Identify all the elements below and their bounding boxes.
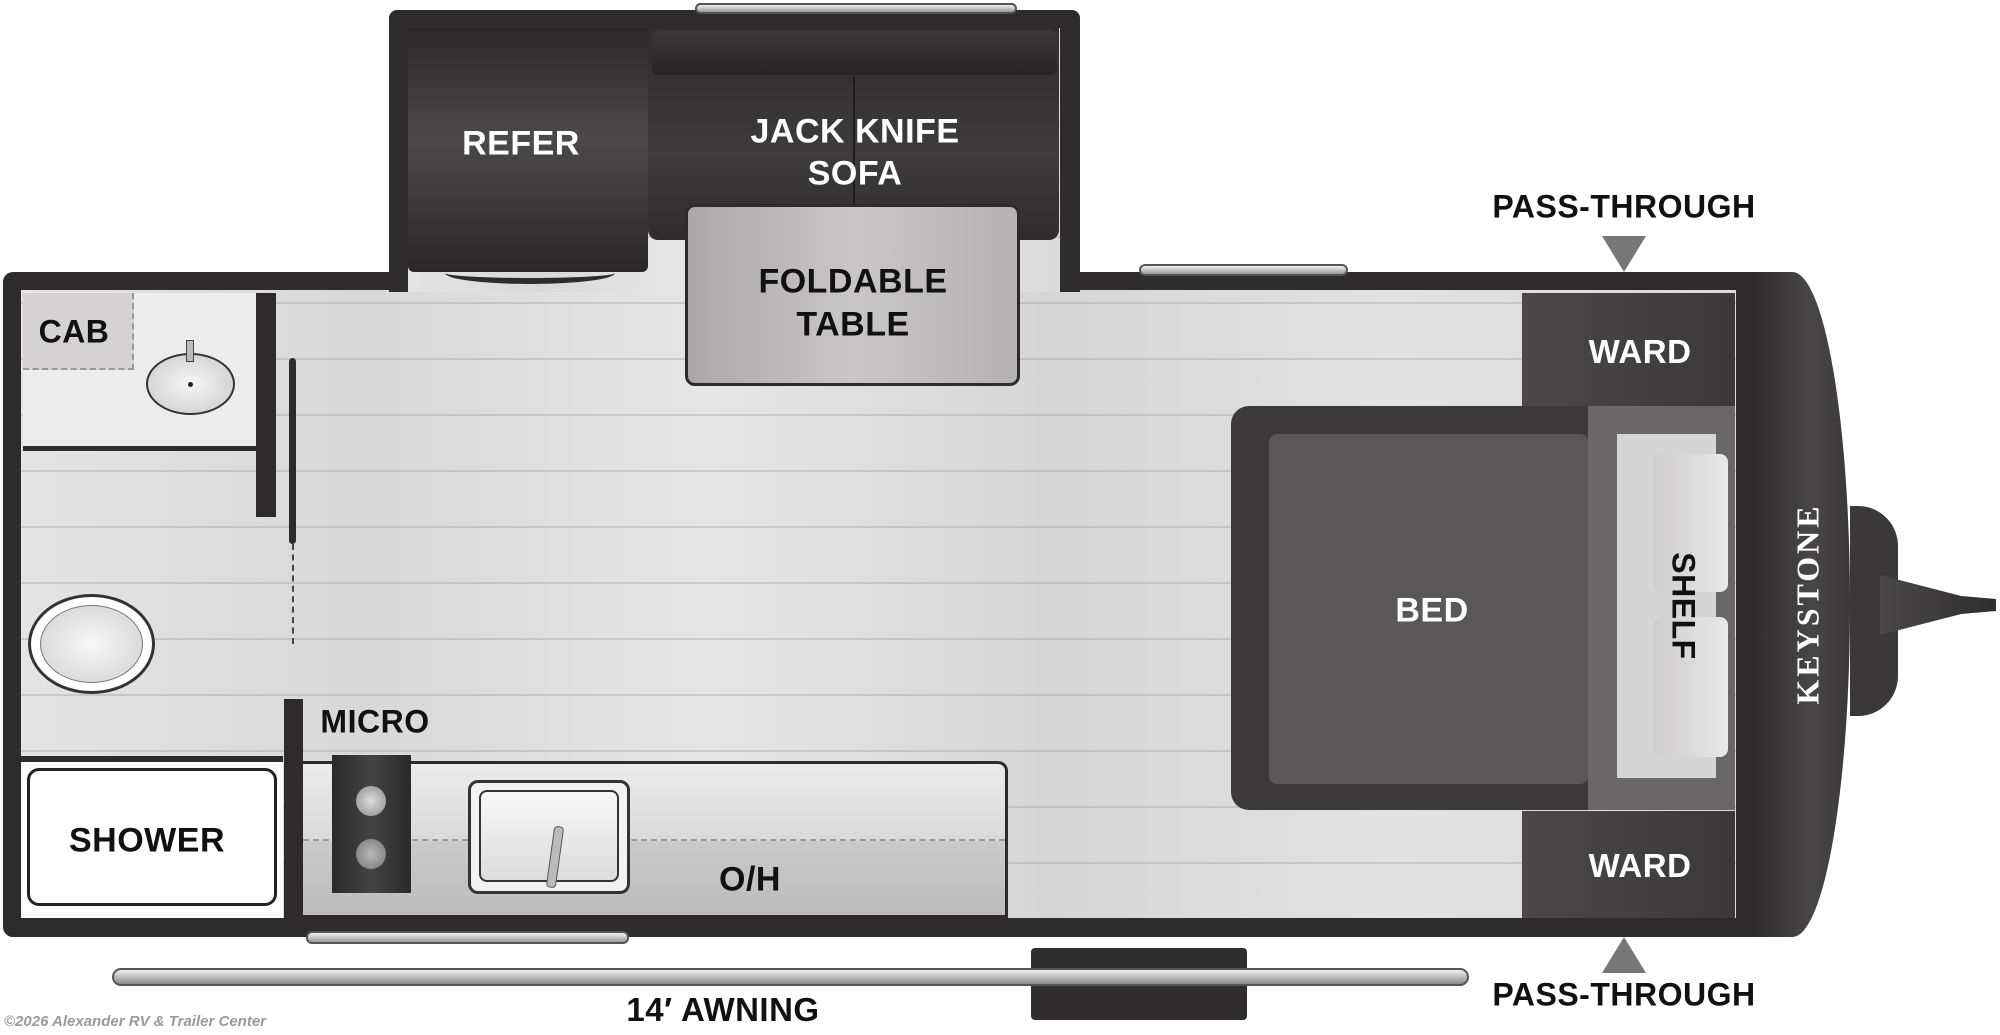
slideout-window bbox=[695, 3, 1017, 14]
bathroom-faucet bbox=[186, 340, 194, 362]
refrigerator-door-swing bbox=[445, 262, 615, 284]
pass-through-top-label: PASS-THROUGH bbox=[1492, 188, 1756, 225]
wardrobe-top[interactable] bbox=[1522, 293, 1735, 406]
hitch-tongue bbox=[1880, 575, 1996, 635]
foldable-table[interactable] bbox=[685, 204, 1020, 386]
pass-through-bottom-label: PASS-THROUGH bbox=[1492, 976, 1756, 1013]
cabinet-label: CAB bbox=[38, 313, 110, 350]
awning-label: 14′ AWNING bbox=[626, 991, 820, 1029]
side-window-top-right bbox=[1139, 264, 1348, 276]
bathroom-divider-wall bbox=[256, 293, 276, 517]
shower-top-wall bbox=[21, 756, 283, 762]
pass-through-top-arrow-icon bbox=[1602, 236, 1646, 272]
refrigerator bbox=[408, 28, 648, 272]
cabinet bbox=[23, 293, 134, 370]
sofa-label-line2: SOFA bbox=[807, 154, 903, 193]
pillow-1 bbox=[1653, 454, 1728, 592]
shelf-label: SHELF bbox=[1665, 552, 1702, 660]
refrigerator-label: REFER bbox=[462, 124, 580, 163]
stove[interactable] bbox=[332, 755, 411, 893]
bathroom-door[interactable] bbox=[289, 358, 296, 544]
overhead-cabinet-shade bbox=[303, 841, 1005, 915]
sofa-back-cushion bbox=[652, 30, 1057, 75]
stove-burner-1 bbox=[356, 786, 386, 816]
front-nose-cap bbox=[1754, 272, 1850, 937]
bed-label: BED bbox=[1395, 591, 1469, 630]
awning-bar bbox=[112, 968, 1469, 986]
shower-label: SHOWER bbox=[69, 821, 225, 860]
sofa-label-line1: JACK KNIFE bbox=[750, 112, 960, 151]
toilet-bowl bbox=[40, 605, 143, 683]
wardrobe-bottom-label: WARD bbox=[1588, 847, 1692, 885]
stove-burner-2 bbox=[356, 839, 386, 869]
table-label-line2: TABLE bbox=[796, 305, 910, 344]
table-label-line1: FOLDABLE bbox=[758, 262, 948, 301]
side-window-bottom bbox=[306, 931, 629, 944]
wardrobe-top-label: WARD bbox=[1588, 333, 1692, 371]
sofa-seat-divider bbox=[853, 76, 855, 240]
pass-through-bottom-arrow-icon bbox=[1602, 937, 1646, 973]
wardrobe-bottom[interactable] bbox=[1522, 811, 1735, 918]
overhead-cabinet-line bbox=[303, 839, 1005, 841]
microwave-label: MICRO bbox=[320, 703, 430, 740]
brand-logo: KEYSTONE bbox=[1789, 503, 1826, 705]
overhead-cabinet-label: O/H bbox=[719, 860, 781, 899]
sink-drain bbox=[188, 382, 193, 387]
bed-mattress[interactable] bbox=[1269, 434, 1588, 784]
kitchen-end-wall bbox=[284, 699, 303, 937]
pillow-2 bbox=[1653, 617, 1728, 757]
bathroom-door-swing-line bbox=[292, 544, 294, 644]
shower-pan bbox=[27, 768, 277, 906]
copyright-text: ©2026 Alexander RV & Trailer Center bbox=[4, 1013, 267, 1030]
